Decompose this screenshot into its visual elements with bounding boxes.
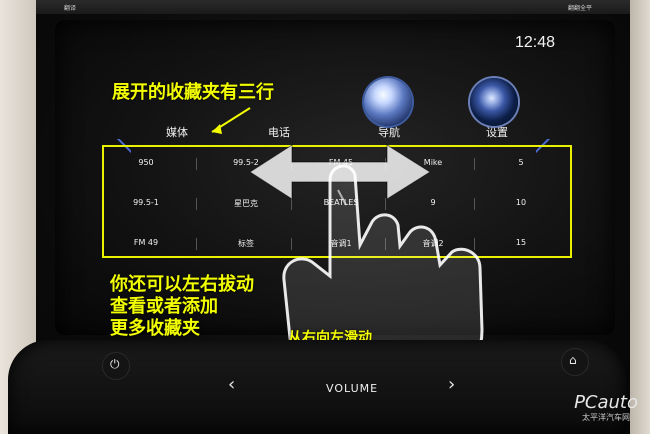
favorite-separator <box>474 158 475 170</box>
chevron-left-icon[interactable]: ‹ <box>228 374 236 395</box>
gear-icon[interactable] <box>470 78 518 126</box>
favorite-separator <box>196 158 197 170</box>
favorite-cell[interactable]: 5 <box>518 158 524 167</box>
home-button[interactable] <box>561 348 589 376</box>
callout-arrow-icon <box>211 107 251 134</box>
favorite-cell[interactable]: 15 <box>515 238 527 247</box>
volume-label: VOLUME <box>326 382 379 395</box>
menu-item-navigation[interactable]: 导航 <box>378 126 400 139</box>
favorite-cell[interactable]: FM 49 <box>133 238 159 247</box>
top-right-label: 翻翻全平 <box>567 5 592 12</box>
favorite-separator <box>385 238 386 250</box>
annotation-top: 展开的收藏夹有三行 <box>112 82 274 102</box>
favorite-separator <box>385 198 386 210</box>
top-left-label: 翻译 <box>64 5 77 12</box>
favorites-highlight-box <box>102 145 572 258</box>
watermark-brand: PCauto <box>574 392 638 413</box>
favorite-cell[interactable]: BEATLES <box>301 198 381 207</box>
favorite-cell[interactable]: 10 <box>515 198 527 207</box>
home-icon: ⌂ <box>569 353 577 367</box>
favorite-separator <box>196 238 197 250</box>
chevron-right-icon[interactable]: › <box>448 374 456 395</box>
favorite-cell[interactable]: 99.5-2 <box>233 158 259 167</box>
favorite-separator <box>474 238 475 250</box>
favorite-cell[interactable]: 音调1 <box>301 238 381 249</box>
annotation-middle: 你还可以左右拔动 查看或者添加 更多收藏夹 <box>110 274 254 338</box>
favorite-cell[interactable]: 标签 <box>238 239 254 248</box>
favorite-cell[interactable]: Mike <box>423 158 443 167</box>
top-status-bar: 翻译 翻翻全平 <box>36 0 630 14</box>
menu-item-phone[interactable]: 电话 <box>268 126 290 139</box>
watermark-site: 太平洋汽车网 <box>582 413 630 422</box>
left-right-arrow-icon <box>249 144 431 200</box>
lower-control-panel <box>8 340 626 434</box>
right-bezel <box>630 0 650 434</box>
favorite-cell[interactable]: 99.5-1 <box>133 198 159 207</box>
favorite-cell[interactable]: 9 <box>430 198 436 207</box>
menu-item-media[interactable]: 媒体 <box>166 126 188 139</box>
globe-icon[interactable] <box>364 78 412 126</box>
power-icon: ⏻ <box>110 357 120 371</box>
favorite-separator <box>474 198 475 210</box>
favorite-separator <box>291 238 292 250</box>
power-button[interactable] <box>102 352 130 380</box>
favorite-cell[interactable]: 星巴克 <box>234 199 258 208</box>
favorite-cell[interactable]: 音调2 <box>393 238 473 249</box>
favorite-cell[interactable]: 950 <box>138 158 154 167</box>
favorite-separator <box>196 198 197 210</box>
clock: 12:48 <box>515 34 556 51</box>
favorite-separator <box>291 198 292 210</box>
menu-item-settings[interactable]: 设置 <box>486 126 508 139</box>
